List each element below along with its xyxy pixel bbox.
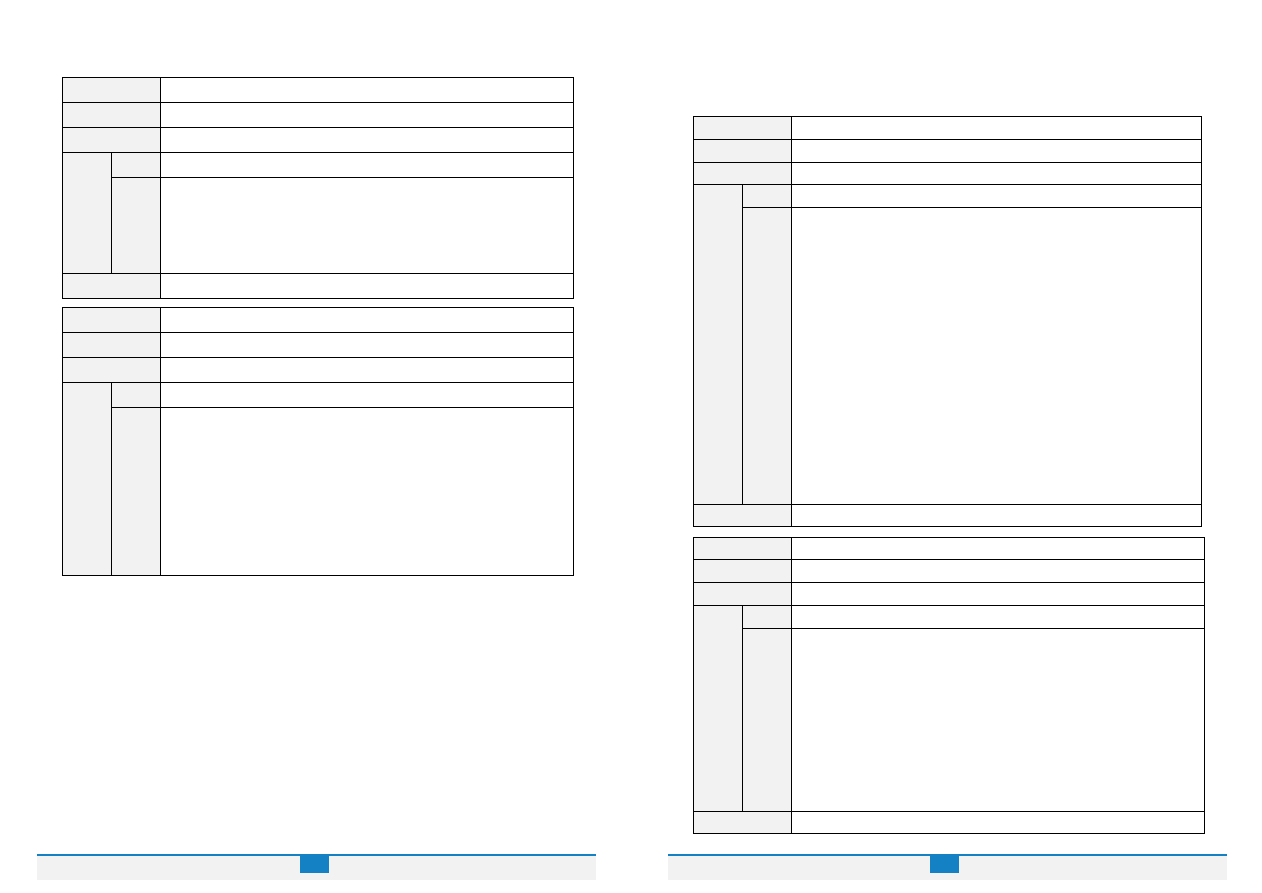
field-value [791,537,1205,560]
table-row [693,559,1205,583]
field-value [160,382,574,408]
group-label [693,605,743,812]
field-value [791,628,1205,812]
table-row [693,811,1205,834]
footer-rule [668,854,1227,856]
table-row [62,77,574,103]
table-row [62,307,574,333]
field-label [693,116,792,140]
table-row [693,184,1202,505]
table-row [62,102,574,128]
sub-label [111,382,161,408]
group-label [62,152,112,274]
field-value [160,407,574,576]
field-value [160,273,574,299]
field-value [791,116,1202,140]
left-form-table-2 [62,307,574,576]
table-row [693,504,1202,527]
table-row [62,382,574,576]
field-value [791,184,1202,208]
sub-label [742,207,792,505]
field-label [62,102,161,128]
field-label [693,537,792,560]
sub-label [111,177,161,274]
field-value [160,332,574,358]
table-row [63,407,574,576]
field-value [160,307,574,333]
table-row [693,605,1205,812]
right-page [631,0,1262,893]
field-label [693,582,792,606]
field-label [62,77,161,103]
right-form-table-2 [693,537,1205,834]
field-label [693,559,792,583]
right-form-table-1 [693,116,1202,527]
field-label [62,332,161,358]
page-number-tab [930,856,959,873]
sub-label [742,605,792,629]
field-value [160,357,574,383]
table-row [62,332,574,358]
field-label [693,811,792,834]
table-row [62,152,574,274]
group-label [693,184,743,505]
field-value [791,139,1202,163]
table-row [62,357,574,383]
left-page [37,77,596,880]
field-label [693,139,792,163]
table-row [693,582,1205,606]
table-row [63,177,574,274]
sub-label [742,184,792,208]
field-value [791,504,1202,527]
field-label [693,504,792,527]
field-label [62,357,161,383]
field-label [62,127,161,153]
table-row [62,127,574,153]
table-row [694,628,1205,812]
page-number-tab [300,856,329,873]
group-label [62,382,112,576]
field-value [791,811,1205,834]
field-value [160,77,574,103]
field-value [160,127,574,153]
sub-label [111,407,161,576]
field-value [791,207,1202,505]
field-label [693,162,792,185]
field-label [62,307,161,333]
sub-label [742,628,792,812]
field-value [160,177,574,274]
table-row [693,162,1202,185]
sub-label [111,152,161,178]
left-form-table-1 [62,77,574,299]
field-value [160,102,574,128]
table-row [693,139,1202,163]
field-value [791,582,1205,606]
table-row [694,207,1202,505]
field-value [791,162,1202,185]
table-row [62,273,574,299]
field-value [791,605,1205,629]
table-row [693,537,1205,560]
field-value [791,559,1205,583]
footer-rule [37,854,596,856]
field-value [160,152,574,178]
field-label [62,273,161,299]
table-row [693,116,1202,140]
